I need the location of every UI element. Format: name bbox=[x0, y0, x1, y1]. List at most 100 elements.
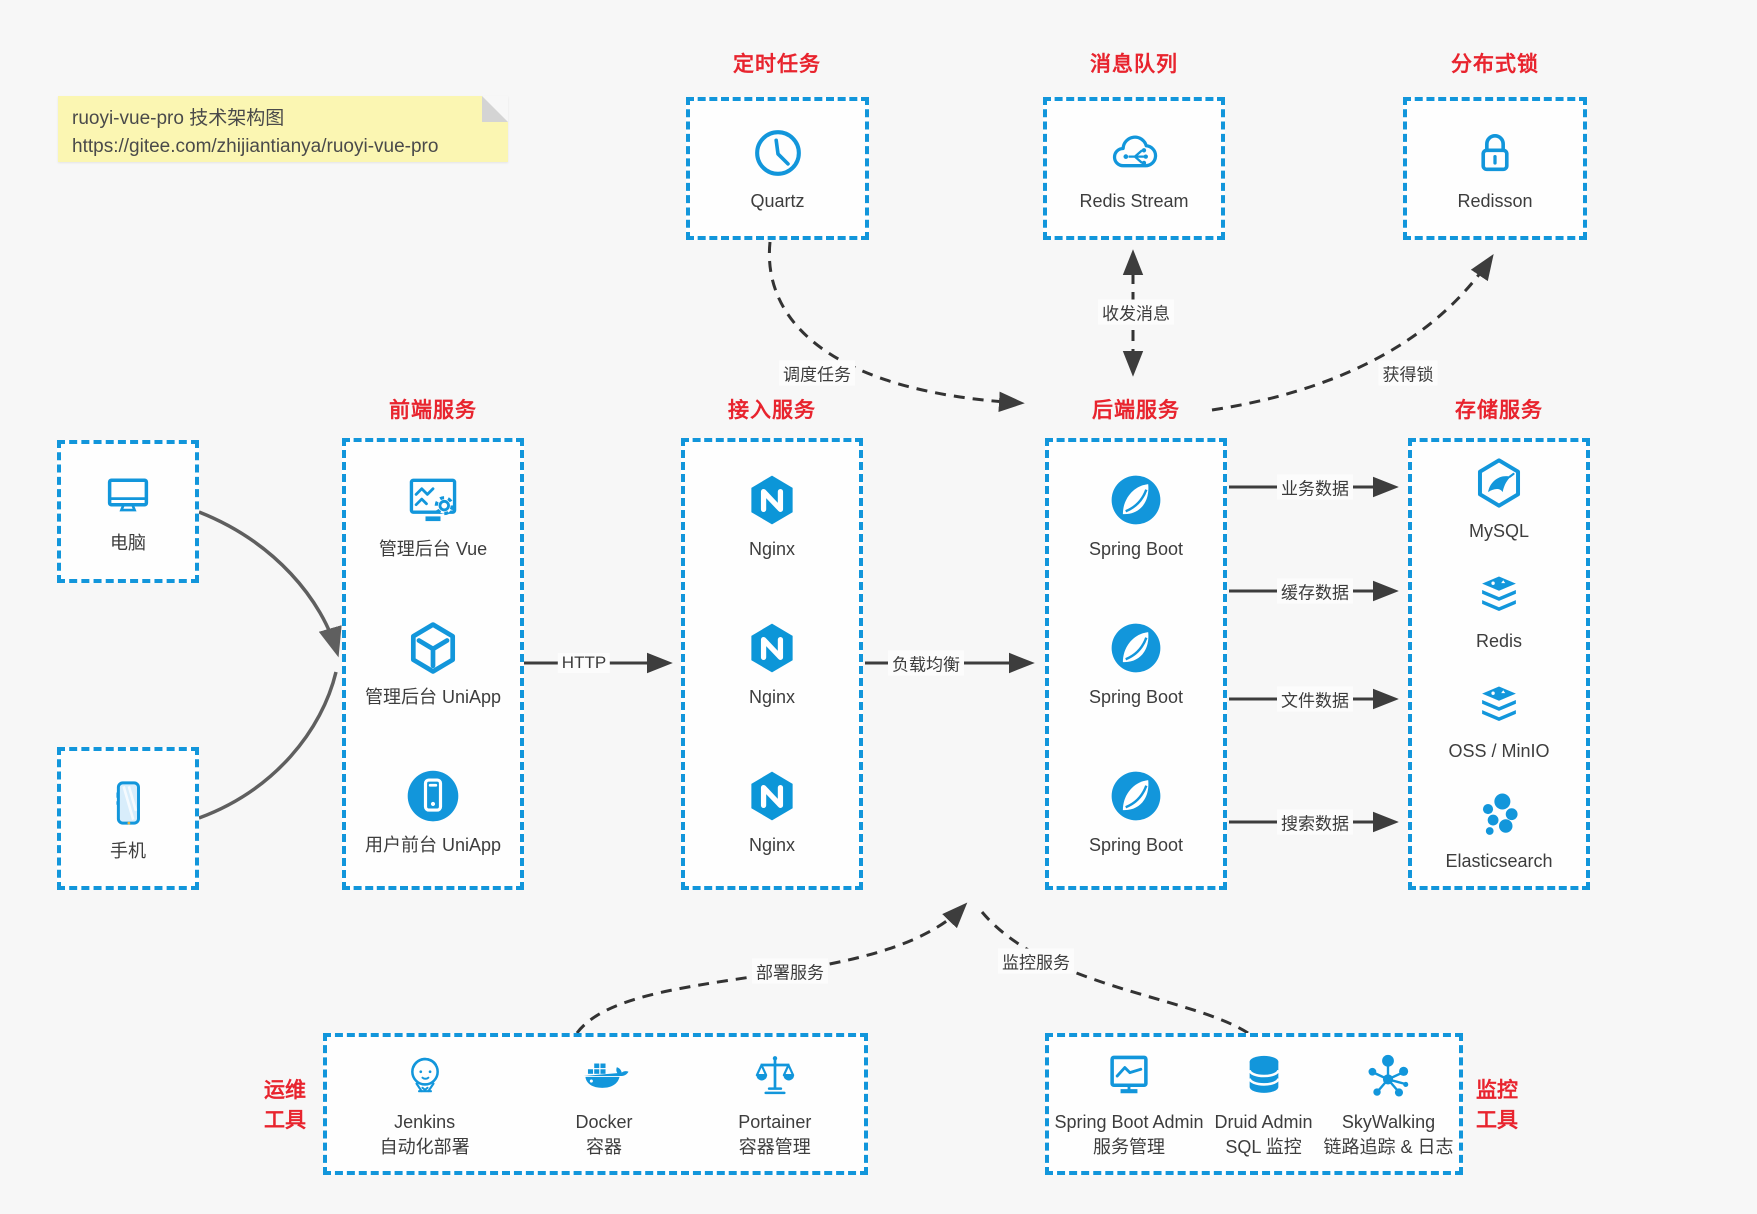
note-fold-corner bbox=[482, 96, 508, 122]
oss-label: OSS / MinIO bbox=[1448, 741, 1550, 762]
portainer-title: Portainer bbox=[738, 1112, 812, 1133]
phone-node: 手机 bbox=[100, 774, 156, 863]
sba-sub: 服务管理 bbox=[1093, 1136, 1166, 1157]
jenkins-label: Jenkins 自动化部署 bbox=[380, 1110, 470, 1159]
pc-node: 电脑 bbox=[99, 468, 157, 555]
title-ops-line2: 工具 bbox=[264, 1109, 306, 1133]
storage-box: MySQL Redis OSS / MinIO bbox=[1408, 438, 1590, 890]
portainer-icon bbox=[755, 1056, 795, 1095]
user-uniapp-label: 用户前台 UniApp bbox=[364, 835, 502, 856]
redis-stream-label: Redis Stream bbox=[1079, 190, 1189, 211]
docker-icon bbox=[583, 1063, 629, 1089]
skywalking-icon bbox=[1368, 1055, 1409, 1097]
nginx-label-2: Nginx bbox=[748, 687, 796, 708]
druid-title: Druid Admin bbox=[1214, 1112, 1313, 1133]
nginx-icon bbox=[751, 475, 793, 525]
edge-label-search: 搜索数据 bbox=[1277, 809, 1353, 835]
skywalking-label: SkyWalking 链路追踪 & 日志 bbox=[1323, 1110, 1453, 1159]
elasticsearch-icon bbox=[1482, 793, 1518, 836]
springboot-label-1: Spring Boot bbox=[1088, 539, 1184, 560]
nginx-icon bbox=[751, 771, 793, 821]
edge-label-monitor: 监控服务 bbox=[998, 948, 1074, 974]
edge-label-deploy: 部署服务 bbox=[752, 958, 828, 984]
elasticsearch-label: Elasticsearch bbox=[1445, 851, 1553, 872]
nginx-node-1: Nginx bbox=[742, 470, 802, 561]
portainer-sub: 容器管理 bbox=[738, 1136, 811, 1157]
title-backend: 后端服务 bbox=[1092, 399, 1180, 422]
gateway-box: Nginx Nginx Nginx bbox=[681, 438, 863, 890]
redis-stream-node: Redis Stream bbox=[1079, 124, 1189, 213]
redisson-box: Redisson bbox=[1403, 97, 1587, 240]
phone-label: 手机 bbox=[110, 840, 146, 861]
nginx-label-3: Nginx bbox=[748, 835, 796, 856]
sba-label: Spring Boot Admin 服务管理 bbox=[1054, 1110, 1203, 1159]
smartphone-icon bbox=[116, 781, 140, 825]
springboot-node-3: Spring Boot bbox=[1089, 766, 1183, 857]
edge-label-business: 业务数据 bbox=[1277, 474, 1353, 500]
note-url: https://gitee.com/zhijiantianya/ruoyi-vu… bbox=[72, 135, 439, 157]
oss-stack-icon bbox=[1482, 686, 1516, 722]
nginx-node-2: Nginx bbox=[742, 618, 802, 709]
pc-box: 电脑 bbox=[57, 440, 199, 583]
cube-icon bbox=[410, 622, 456, 675]
title-gateway: 接入服务 bbox=[728, 399, 816, 422]
sticky-note: ruoyi-vue-pro 技术架构图 https://gitee.com/zh… bbox=[58, 96, 508, 162]
redis-node: Redis bbox=[1470, 568, 1528, 653]
quartz-box: Quartz bbox=[686, 97, 869, 240]
mysql-node: MySQL bbox=[1469, 454, 1529, 543]
jenkins-title: Jenkins bbox=[394, 1112, 456, 1133]
springboot-node-1: Spring Boot bbox=[1089, 470, 1183, 561]
spring-icon bbox=[1111, 475, 1161, 525]
admin-vue-label: 管理后台 Vue bbox=[378, 539, 488, 560]
nginx-icon bbox=[751, 623, 793, 673]
edge-phone-to-frontend bbox=[198, 671, 338, 820]
edge-label-cache: 缓存数据 bbox=[1277, 578, 1353, 604]
title-monitor: 监控 工具 bbox=[1476, 1076, 1518, 1137]
redis-stack-icon bbox=[1482, 576, 1516, 612]
oss-node: OSS / MinIO bbox=[1448, 678, 1550, 763]
admin-ui-icon bbox=[409, 478, 457, 522]
redisson-node: Redisson bbox=[1457, 124, 1533, 213]
mobile-app-icon bbox=[407, 771, 459, 822]
quartz-node: Quartz bbox=[749, 124, 807, 213]
title-ops-line1: 运维 bbox=[264, 1079, 306, 1102]
mysql-label: MySQL bbox=[1468, 521, 1529, 542]
edge-label-http: HTTP bbox=[557, 653, 611, 673]
edge-label-lock: 获得锁 bbox=[1378, 360, 1438, 386]
backend-box: Spring Boot Spring Boot Spring Boot bbox=[1045, 438, 1227, 890]
jenkins-sub: 自动化部署 bbox=[379, 1136, 470, 1157]
cloud-stream-icon bbox=[1112, 135, 1158, 168]
edge-label-file: 文件数据 bbox=[1277, 686, 1353, 712]
springboot-node-2: Spring Boot bbox=[1089, 618, 1183, 709]
skywalking-node: SkyWalking 链路追踪 & 日志 bbox=[1323, 1049, 1454, 1159]
admin-uniapp-node: 管理后台 UniApp bbox=[365, 618, 501, 709]
springboot-label-2: Spring Boot bbox=[1088, 687, 1184, 708]
docker-sub: 容器 bbox=[585, 1136, 622, 1157]
skywalking-sub: 链路追踪 & 日志 bbox=[1323, 1136, 1454, 1157]
druid-sub: SQL 监控 bbox=[1225, 1136, 1302, 1157]
sba-node: Spring Boot Admin 服务管理 bbox=[1054, 1049, 1204, 1159]
edge-lock bbox=[1211, 254, 1494, 412]
spring-boot-admin-icon bbox=[1110, 1055, 1148, 1094]
clock-icon bbox=[754, 129, 801, 176]
skywalking-title: SkyWalking bbox=[1341, 1112, 1436, 1133]
jenkins-node: Jenkins 自动化部署 bbox=[380, 1049, 470, 1159]
quartz-label: Quartz bbox=[750, 190, 805, 211]
title-monitor-line1: 监控 bbox=[1476, 1079, 1518, 1102]
phone-box: 手机 bbox=[57, 747, 199, 890]
frontend-box: 管理后台 Vue 管理后台 UniApp 用户前台 UniApp bbox=[342, 438, 524, 890]
user-uniapp-node: 用户前台 UniApp bbox=[365, 766, 501, 857]
title-monitor-line2: 工具 bbox=[1476, 1109, 1518, 1133]
admin-vue-node: 管理后台 Vue bbox=[379, 470, 487, 561]
sba-title: Spring Boot Admin bbox=[1054, 1112, 1204, 1133]
portainer-node: Portainer 容器管理 bbox=[738, 1049, 811, 1159]
redis-label: Redis bbox=[1475, 631, 1523, 652]
desktop-icon bbox=[107, 478, 149, 512]
elasticsearch-node: Elasticsearch bbox=[1445, 788, 1553, 873]
